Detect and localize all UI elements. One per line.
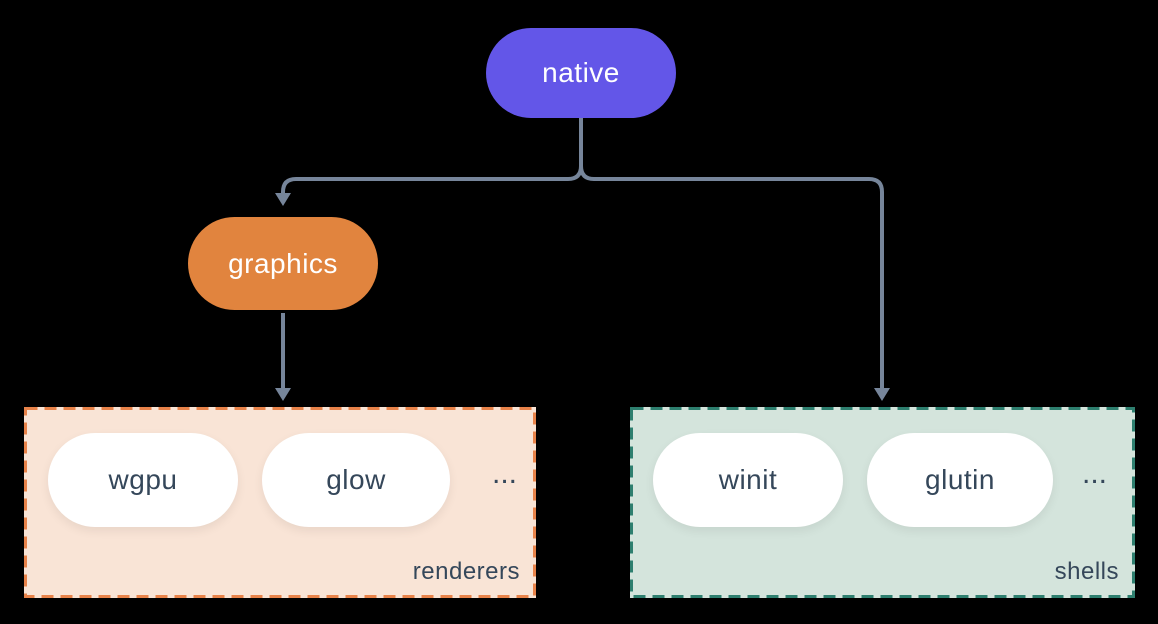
arrowhead-shells (874, 388, 890, 401)
renderers-group-label: renderers (412, 558, 520, 585)
node-wgpu: wgpu (48, 433, 238, 527)
renderers-ellipsis: ... (492, 457, 518, 490)
shells-ellipsis: ... (1082, 457, 1108, 490)
group-renderers: wgpu glow ... renderers (24, 407, 536, 598)
edge-native-to-shells (579, 165, 884, 389)
arrowhead-graphics (275, 193, 291, 206)
edge-native-to-graphics (281, 118, 583, 194)
node-glow: glow (262, 433, 450, 527)
node-native: native (486, 28, 676, 118)
node-winit: winit (653, 433, 843, 527)
group-shells: winit glutin ... shells (630, 407, 1135, 598)
shells-group-label: shells (1054, 558, 1119, 585)
node-graphics: graphics (188, 217, 378, 310)
arrowhead-renderers (275, 388, 291, 401)
node-glutin: glutin (867, 433, 1053, 527)
